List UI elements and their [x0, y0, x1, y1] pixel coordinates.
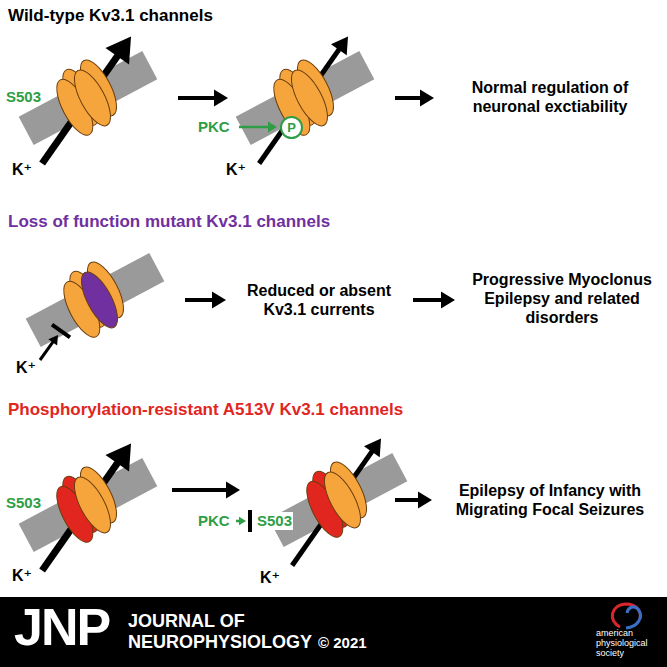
flow-arrow	[395, 90, 434, 107]
flow-arrow	[185, 292, 226, 309]
pkc-arrow	[236, 517, 246, 525]
outcome-text: Reduced or absent Kv3.1 currents	[233, 281, 405, 319]
channel-subunits	[47, 462, 127, 547]
flow-arrow	[395, 492, 432, 509]
society-logo	[600, 599, 660, 633]
block-bar	[248, 510, 252, 532]
ion-label: K⁺	[12, 566, 32, 585]
outcome-text: Normal regulation of neuronal exctiabili…	[440, 78, 660, 116]
residue-label: S503	[6, 88, 41, 106]
membrane-band	[236, 51, 375, 145]
flow-arrow	[172, 482, 240, 499]
residue-label: S503	[256, 512, 293, 530]
channel-subunits	[47, 55, 127, 140]
channel-subunits	[54, 257, 134, 342]
potassium-flux-arrow	[42, 444, 131, 571]
potassium-flux-arrow	[292, 439, 381, 566]
outcome-text: Progressive Myoclonus Epilepsy and relat…	[463, 270, 661, 328]
phospho-mark: P	[287, 121, 296, 134]
section-heading: Phosphorylation-resistant A513V Kv3.1 ch…	[8, 400, 403, 420]
blocked-arrow	[40, 335, 58, 360]
kinase-label: PKC	[198, 118, 230, 136]
pkc-arrow	[239, 122, 277, 133]
ion-label: K⁺	[12, 160, 32, 179]
society-name: american physiological society	[596, 629, 660, 659]
phospho-circle: P	[280, 116, 303, 139]
journal-logo-letters: JNP	[14, 601, 109, 653]
journal-footer-band: JNP JOURNAL OF NEUROPHYSIOLOGY © 2021 ameri…	[0, 597, 667, 667]
copyright-year: © 2021	[318, 634, 367, 651]
flow-arrow	[178, 90, 228, 107]
section-heading: Loss of function mutant Kv3.1 channels	[8, 212, 330, 232]
block-bar	[52, 325, 70, 338]
kinase-label: PKC	[198, 512, 230, 530]
ion-label: K⁺	[260, 568, 280, 587]
potassium-flux-arrow	[259, 37, 348, 164]
residue-label: S503	[6, 494, 41, 512]
channel-subunits	[297, 457, 377, 542]
section-heading: Wild-type Kv3.1 channels	[8, 6, 213, 26]
potassium-flux-arrow	[42, 37, 131, 164]
ion-label: K⁺	[226, 160, 246, 179]
channel-subunits	[264, 55, 344, 140]
outcome-text: Epilepsy of Infancy with Migrating Focal…	[440, 481, 660, 519]
journal-name: JOURNAL OF NEUROPHYSIOLOGY	[128, 611, 300, 652]
flow-arrow	[413, 292, 455, 309]
membrane-band	[26, 253, 165, 347]
ion-label: K⁺	[16, 358, 36, 377]
membrane-band	[269, 453, 408, 547]
